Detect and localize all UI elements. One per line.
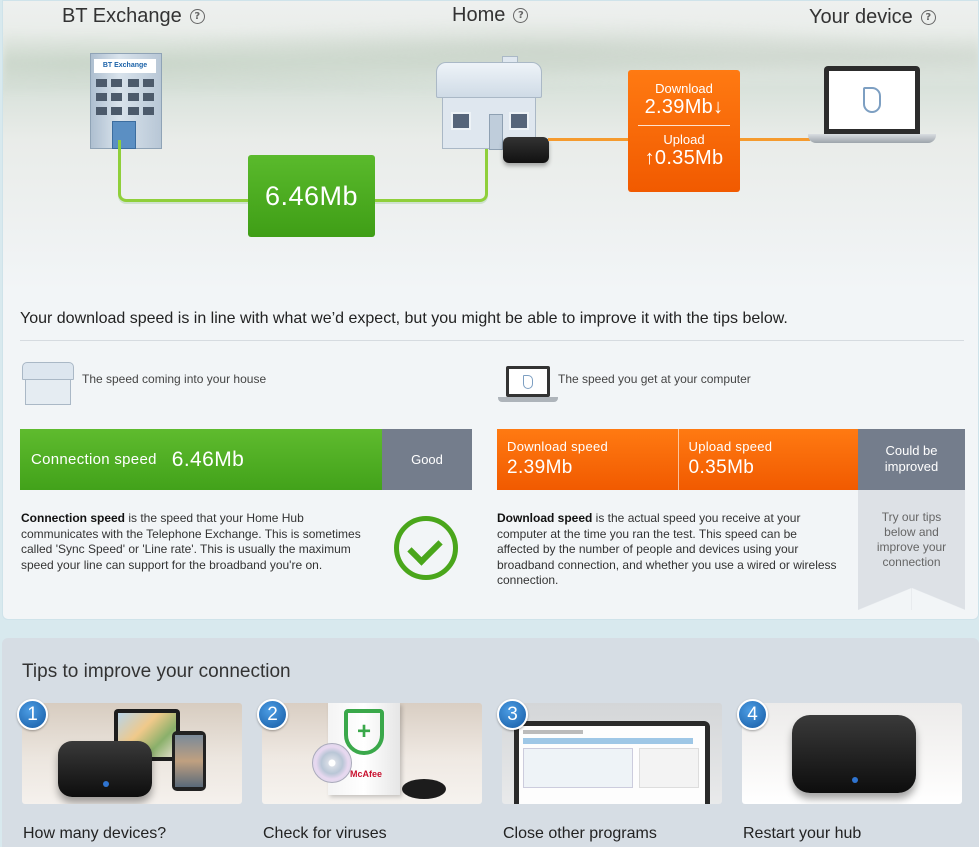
upload-label: Upload <box>663 132 705 147</box>
phone-image <box>172 731 206 791</box>
home-hub-icon <box>503 137 549 163</box>
tip-number: 1 <box>17 699 48 730</box>
tip-number: 4 <box>737 699 768 730</box>
upload-speed-value: 0.35Mb <box>688 457 755 478</box>
home-title: Home ? <box>452 4 529 27</box>
desc-term: Download speed <box>497 511 593 525</box>
chevron-down-icon <box>858 588 965 610</box>
tip-card-viruses[interactable]: + McAfee <box>262 703 482 804</box>
arrow-up-icon: ↑ <box>644 147 655 169</box>
device-speed-bar: Download speed 2.39Mb Upload speed 0.35M… <box>497 429 858 490</box>
computer-icon <box>498 366 558 404</box>
help-icon[interactable]: ? <box>189 9 205 24</box>
device-rating-text: Could be improved <box>884 443 939 474</box>
check-circle-icon <box>394 516 458 580</box>
download-speed-label: Download speed <box>507 439 609 454</box>
monitor-image <box>514 721 710 804</box>
house-icon <box>22 362 74 406</box>
bt-logo-icon <box>523 374 533 389</box>
exchange-title: BT Exchange ? <box>62 5 205 28</box>
cd-image <box>312 743 352 783</box>
connection-speed-bar: Connection speed 6.46Mb <box>20 429 382 490</box>
bt-logo-icon <box>863 87 881 113</box>
desc-term: Connection speed <box>21 511 126 525</box>
shield-plus-icon: + <box>344 709 384 755</box>
tips-hint: Try our tips below and improve your conn… <box>876 510 947 569</box>
tip-number: 2 <box>257 699 288 730</box>
laptop-icon <box>808 66 936 148</box>
home-title-text: Home <box>452 4 506 26</box>
result-summary: Your download speed is in line with what… <box>20 310 788 327</box>
connection-speed-description: Connection speed is the speed that your … <box>21 511 373 573</box>
exchange-title-text: BT Exchange <box>62 5 182 27</box>
connection-speed-label: Connection speed <box>31 451 157 468</box>
connection-speed-value: 6.46Mb <box>171 447 245 471</box>
tip-label-devices[interactable]: How many devices? <box>23 825 167 842</box>
download-value: 2.39Mb↓ <box>644 96 724 118</box>
mouse-image <box>402 779 446 799</box>
divider <box>20 340 964 341</box>
download-speed-description: Download speed is the actual speed you r… <box>497 511 837 589</box>
upload-speed-label: Upload speed <box>688 439 773 454</box>
download-speed-value: 2.39Mb <box>507 457 573 478</box>
tip-label-programs[interactable]: Close other programs <box>503 825 657 842</box>
tips-title: Tips to improve your connection <box>22 661 291 682</box>
tip-number: 3 <box>497 699 528 730</box>
computer-caption: The speed you get at your computer <box>558 372 751 386</box>
tip-card-devices[interactable] <box>22 703 242 804</box>
desc-text: is the speed that your Home Hub communic… <box>21 511 361 572</box>
device-speed-box: Download 2.39Mb↓ Upload ↑0.35Mb <box>628 70 740 192</box>
arrow-down-icon: ↓ <box>713 96 724 118</box>
connection-rating-badge: Good <box>382 429 472 490</box>
help-icon[interactable]: ? <box>920 10 936 25</box>
help-icon[interactable]: ? <box>513 8 529 23</box>
upload-value: ↑0.35Mb <box>644 147 724 169</box>
tip-label-restart[interactable]: Restart your hub <box>743 825 862 842</box>
download-label: Download <box>655 81 713 96</box>
device-rating-badge: Could be improved <box>858 429 965 490</box>
line-speed-box: 6.46Mb <box>248 155 375 237</box>
tip-card-restart[interactable] <box>742 703 962 804</box>
exchange-building-icon: BT Exchange <box>90 53 164 151</box>
exchange-sign: BT Exchange <box>94 59 156 73</box>
device-title-text: Your device <box>809 6 913 28</box>
hub-image <box>58 741 152 797</box>
tip-label-viruses[interactable]: Check for viruses <box>263 825 387 842</box>
house-caption: The speed coming into your house <box>82 372 267 386</box>
tip-card-programs[interactable] <box>502 703 722 804</box>
mcafee-logo: McAfee <box>350 769 383 779</box>
desc-text: is the actual speed you receive at your … <box>497 511 837 587</box>
tips-pointer: Try our tips below and improve your conn… <box>858 490 965 610</box>
hub-image <box>792 715 916 793</box>
device-title: Your device ? <box>809 6 936 29</box>
